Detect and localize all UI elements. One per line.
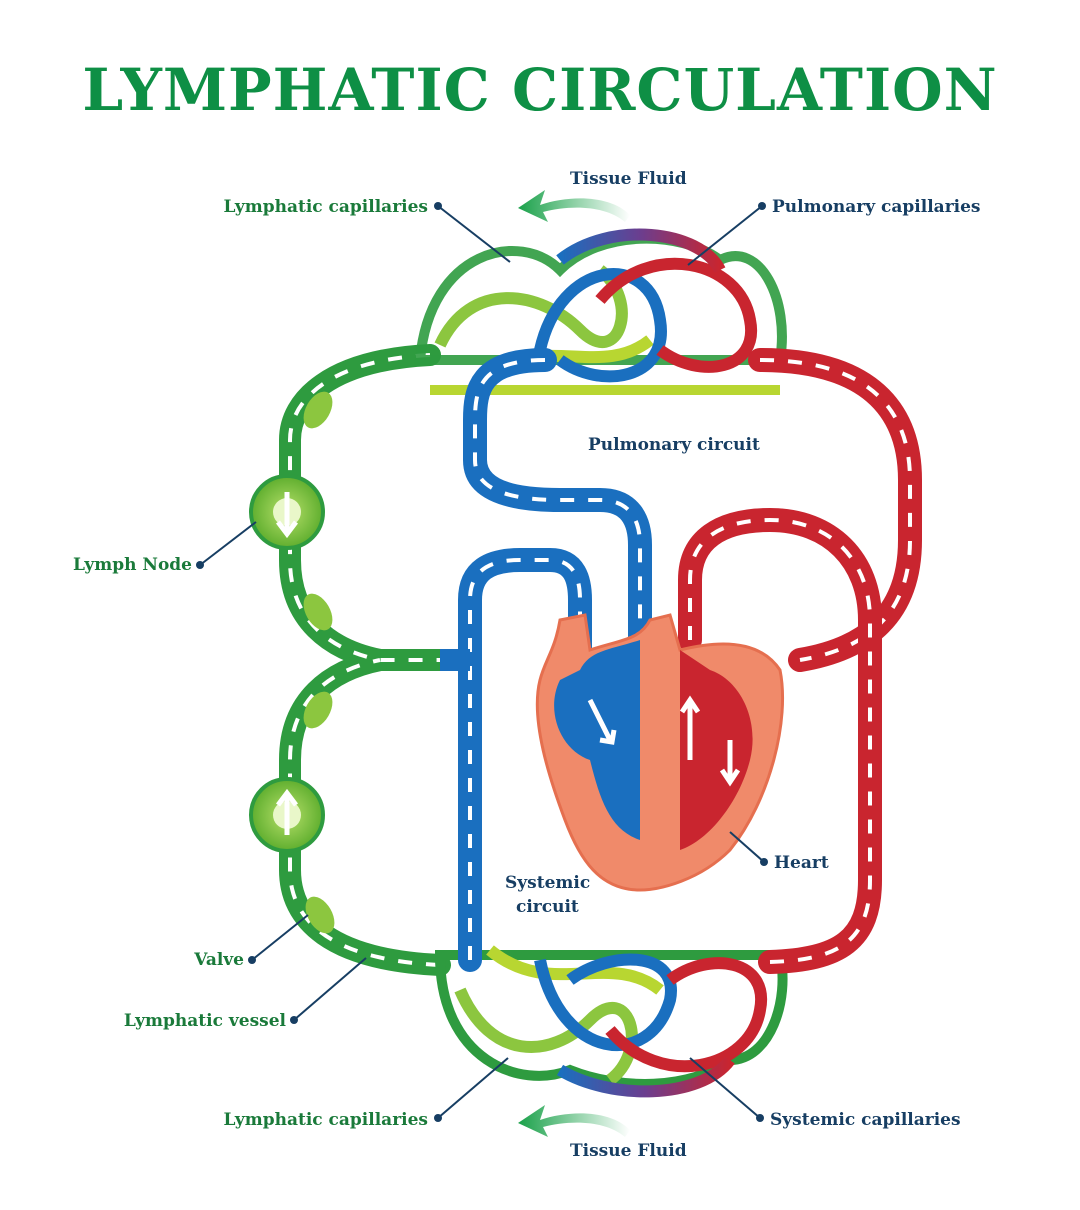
lymphatic-vessel-label: Lymphatic vessel — [124, 1011, 287, 1031]
pulmonary-capillaries-leader — [687, 205, 763, 266]
pulmonary-circuit-label: Pulmonary circuit — [588, 435, 760, 455]
arterial-pathway — [678, 348, 922, 974]
systemic-capillaries-label: Systemic capillaries — [770, 1110, 961, 1130]
page-title: LYMPHATIC CIRCULATION — [82, 56, 997, 124]
systemic-circuit-label-line2: circuit — [516, 897, 579, 917]
tissue-fluid-arrow-top-icon — [518, 190, 630, 222]
pulmonary-capillary-bed — [414, 228, 787, 395]
systemic-capillary-bed — [434, 945, 788, 1098]
valve-icon — [303, 593, 333, 631]
valve-icon — [303, 391, 333, 429]
lymphatic-capillaries-bottom-label: Lymphatic capillaries — [224, 1110, 429, 1130]
lymphatic-capillaries-top-dot — [434, 202, 442, 210]
heart-leader — [729, 831, 765, 863]
lymph-node-leader — [199, 521, 257, 566]
lymphatic-vessel-dot — [290, 1016, 298, 1024]
heart-dot — [760, 858, 768, 866]
lymph-node-dot — [196, 561, 204, 569]
valves — [303, 391, 335, 934]
lymphatic-capillaries-bottom-leader — [437, 1057, 509, 1119]
lymphatic-vessel-leader — [293, 957, 367, 1021]
lymphatic-vessel-loop — [279, 344, 471, 976]
valve-leader — [251, 914, 309, 961]
lymphatic-capillaries-bottom-dot — [434, 1114, 442, 1122]
tissue-fluid-bottom-label: Tissue Fluid — [570, 1141, 687, 1161]
valve-label: Valve — [193, 950, 244, 970]
lymphatic-capillaries-top-leader — [437, 205, 511, 263]
valve-icon — [303, 691, 333, 729]
pulmonary-capillaries-dot — [758, 202, 766, 210]
venous-pathway — [440, 348, 652, 972]
lymphatic-capillaries-top-label: Lymphatic capillaries — [224, 197, 429, 217]
valve-icon — [305, 896, 335, 934]
heart — [535, 613, 784, 892]
systemic-capillaries-dot — [756, 1114, 764, 1122]
lymph-node-lower — [249, 777, 325, 853]
lymph-node-upper — [249, 474, 325, 550]
pulmonary-capillaries-label: Pulmonary capillaries — [772, 197, 981, 217]
tissue-fluid-top-label: Tissue Fluid — [570, 169, 687, 189]
heart-label: Heart — [774, 853, 829, 873]
systemic-capillaries-leader — [689, 1057, 761, 1119]
tissue-fluid-arrow-bottom-icon — [518, 1105, 630, 1137]
systemic-circuit-label-line1: Systemic — [505, 873, 590, 893]
valve-dot — [248, 956, 256, 964]
lymph-node-label: Lymph Node — [73, 555, 192, 575]
